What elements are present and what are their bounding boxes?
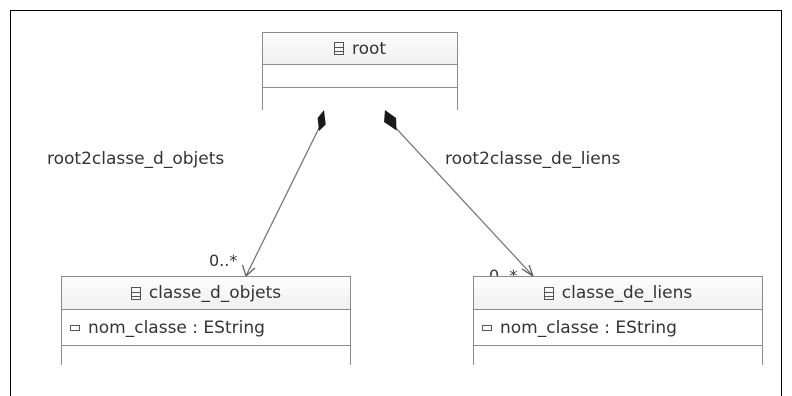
eattribute-icon: [482, 324, 492, 331]
attribute-row[interactable]: nom_classe : EString: [62, 310, 350, 345]
class-header[interactable]: classe_d_objets: [62, 277, 350, 310]
class-header[interactable]: classe_de_liens: [474, 277, 762, 310]
association-name-root2classe-d-objets[interactable]: root2classe_d_objets: [47, 149, 225, 169]
canvas-border-right: [781, 10, 782, 396]
composition-diamond-icon: [317, 110, 326, 131]
class-box-classe-d-objets[interactable]: classe_d_objets nom_classe : EString: [61, 276, 351, 365]
operation-compartment[interactable]: [62, 346, 350, 365]
attribute-text: nom_classe : EString: [500, 317, 677, 338]
attribute-row[interactable]: nom_classe : EString: [474, 310, 762, 345]
eclass-icon: [130, 286, 141, 300]
class-box-root[interactable]: root: [262, 32, 458, 110]
attribute-compartment[interactable]: [263, 65, 457, 88]
class-name: classe_de_liens: [561, 283, 693, 303]
class-name: classe_d_objets: [148, 283, 282, 303]
operation-compartment[interactable]: [474, 346, 762, 365]
canvas-border-top: [10, 10, 782, 11]
class-box-classe-de-liens[interactable]: classe_de_liens nom_classe : EString: [473, 276, 763, 365]
operation-compartment[interactable]: [263, 88, 457, 110]
multiplicity-label-classe-d-objets: 0..*: [209, 251, 238, 270]
canvas-border-left: [10, 10, 11, 396]
association-line[interactable]: [245, 125, 321, 277]
class-header[interactable]: root: [263, 33, 457, 65]
eattribute-icon: [70, 324, 80, 331]
eclass-icon: [333, 42, 344, 55]
attribute-compartment[interactable]: nom_classe : EString: [474, 310, 762, 346]
association-root2classe-d-objets[interactable]: [241, 110, 326, 278]
association-name-root2classe-de-liens[interactable]: root2classe_de_liens: [445, 149, 621, 169]
attribute-text: nom_classe : EString: [88, 317, 265, 338]
association-root2classe-de-liens[interactable]: [384, 110, 535, 278]
composition-diamond-icon: [384, 110, 397, 131]
attribute-compartment[interactable]: nom_classe : EString: [62, 310, 350, 346]
association-line[interactable]: [393, 125, 534, 277]
eclass-icon: [543, 286, 554, 300]
class-name: root: [351, 38, 387, 59]
